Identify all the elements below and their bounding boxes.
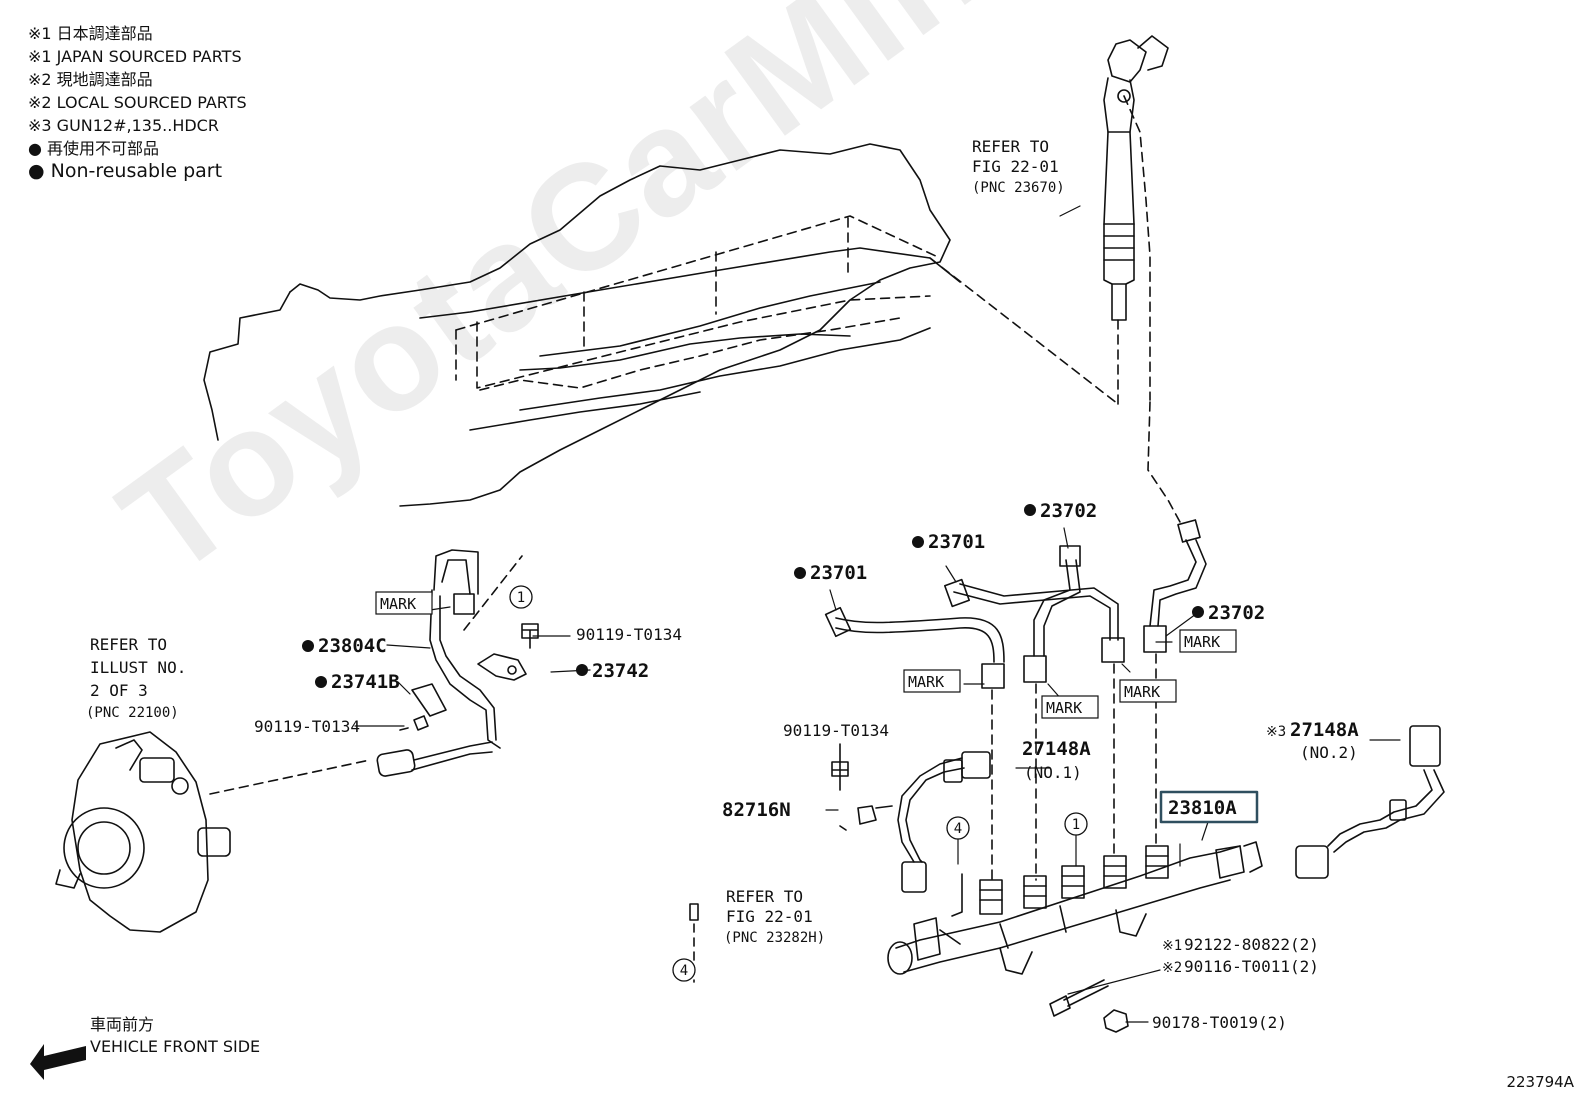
mark-label: MARK xyxy=(908,673,944,691)
vehicle-front-label: 車両前方 VEHICLE FRONT SIDE xyxy=(90,1014,260,1058)
mark-label: MARK xyxy=(380,595,416,613)
part-23810A-label[interactable]: 23810A xyxy=(1168,797,1237,819)
engine-head-outline xyxy=(203,143,1119,507)
vehicle-front-jp: 車両前方 xyxy=(90,1015,155,1034)
non-reusable-dot xyxy=(1024,504,1036,516)
part-23804C-label[interactable]: 23804C xyxy=(318,635,387,657)
non-reusable-dot xyxy=(315,676,327,688)
part-92122-prefix: ※1 xyxy=(1162,938,1182,954)
legend-notes: ※1 日本調達部品 ※1 JAPAN SOURCED PARTS ※2 現地調達… xyxy=(28,22,247,183)
part-23702-label[interactable]: 23702 xyxy=(1040,500,1097,522)
non-reusable-dot xyxy=(794,567,806,579)
vehicle-front-arrow-icon xyxy=(30,1044,86,1080)
sensor-harness-no2 xyxy=(1295,725,1445,879)
callout-circle xyxy=(1064,812,1088,836)
part-82716N-label[interactable]: 82716N xyxy=(722,799,791,821)
fuel-pump xyxy=(55,731,371,933)
feed-pipe xyxy=(376,549,539,777)
illustration-number: 223794A xyxy=(1506,1073,1574,1091)
part-92122-label[interactable]: 92122-80822(2) xyxy=(1184,935,1319,954)
ref-plug-line: REFER TO xyxy=(726,887,803,906)
part-90119-label[interactable]: 90119-T0134 xyxy=(783,721,889,740)
mark-box xyxy=(1179,629,1237,653)
ref-plug-line: FIG 22-01 xyxy=(726,907,813,926)
ref-pump-line: 2 OF 3 xyxy=(90,681,148,700)
note-line: ※3 GUN12#,135..HDCR xyxy=(28,116,219,135)
note-line: ● 再使用不可部品 xyxy=(28,139,160,158)
note-line: ※2 LOCAL SOURCED PARTS xyxy=(28,93,247,112)
ref-injector-line: (PNC 23670) xyxy=(972,180,1065,196)
callout-circle xyxy=(946,816,970,840)
part-27148A-prefix: ※3 xyxy=(1266,724,1286,740)
mark-label: MARK xyxy=(1124,683,1160,701)
callout-text: 4 xyxy=(680,963,688,979)
ref-pump-line: REFER TO xyxy=(90,635,167,654)
vehicle-front-en: VEHICLE FRONT SIDE xyxy=(90,1037,261,1056)
ref-injector-line: FIG 22-01 xyxy=(972,157,1059,176)
callout-text: 1 xyxy=(517,590,525,606)
part-90178-label[interactable]: 90178-T0019(2) xyxy=(1152,1013,1287,1032)
part-23741B-label[interactable]: 23741B xyxy=(331,671,400,693)
mark-box xyxy=(1119,679,1177,703)
injection-pipes xyxy=(824,519,1207,881)
note-line: ※1 JAPAN SOURCED PARTS xyxy=(28,47,242,66)
ref-pump-line: ILLUST NO. xyxy=(90,658,186,677)
callout-circle xyxy=(672,958,696,982)
highlight-box xyxy=(1159,790,1259,824)
part-27148A-label[interactable]: 27148A xyxy=(1022,738,1091,760)
note-line: ※1 日本調達部品 xyxy=(28,24,153,43)
part-27148A-sub: (NO.1) xyxy=(1024,763,1082,782)
part-90116-prefix: ※2 xyxy=(1162,960,1182,976)
part-27148A-no2-label[interactable]: 27148A xyxy=(1290,719,1359,741)
mark-label: MARK xyxy=(1046,699,1082,717)
mark-box xyxy=(1041,695,1099,719)
non-reusable-dot xyxy=(576,664,588,676)
callout-text: 1 xyxy=(1072,817,1080,833)
non-reusable-dot xyxy=(1192,606,1204,618)
ref-plug-line: (PNC 23282H) xyxy=(724,930,825,946)
note-line: ● Non-reusable part xyxy=(28,160,223,182)
callout-circle xyxy=(509,585,533,609)
non-reusable-dot xyxy=(912,536,924,548)
part-23701-label[interactable]: 23701 xyxy=(810,562,867,584)
part-23701-label[interactable]: 23701 xyxy=(928,531,985,553)
common-rail xyxy=(887,841,1263,975)
pressure-sensor-harness xyxy=(831,743,991,893)
part-23702-label[interactable]: 23702 xyxy=(1208,602,1265,624)
part-90119-label[interactable]: 90119-T0134 xyxy=(576,625,682,644)
mark-label: MARK xyxy=(1184,633,1220,651)
ref-pump-line: (PNC 22100) xyxy=(86,705,179,721)
part-90116-label[interactable]: 90116-T0011(2) xyxy=(1184,957,1319,976)
part-23742-label[interactable]: 23742 xyxy=(592,660,649,682)
mark-box xyxy=(903,669,961,693)
ref-injector-line: REFER TO xyxy=(972,137,1049,156)
part-90119-label[interactable]: 90119-T0134 xyxy=(254,717,360,736)
mark-box xyxy=(375,591,433,615)
part-27148A-no2-sub: (NO.2) xyxy=(1300,743,1358,762)
non-reusable-dot xyxy=(302,640,314,652)
note-line: ※2 現地調達部品 xyxy=(28,70,153,89)
fuel-injector xyxy=(1103,35,1181,523)
callout-text: 4 xyxy=(954,821,962,837)
